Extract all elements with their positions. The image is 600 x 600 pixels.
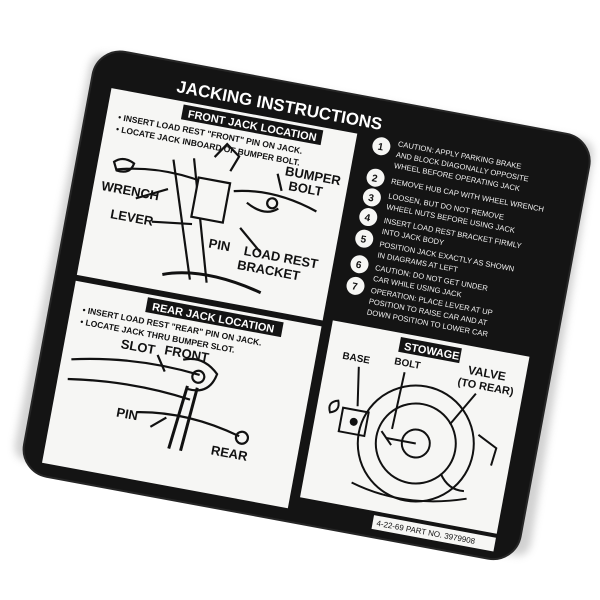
rear-jack-panel [42,280,322,509]
stowage-illustration [328,366,498,503]
front-jack-illustration [112,142,317,295]
step-circle [350,255,369,274]
step-circle [362,188,381,207]
step-circle [372,137,391,156]
step-number: 5 [360,234,368,246]
rear-label-pin: PIN [115,405,139,424]
step-circle [366,168,385,187]
step-numbers: 1 2 3 4 5 6 7 [346,137,391,295]
rear-label-rear: REAR [210,442,250,464]
step-number: 6 [355,260,363,272]
front-label-bolt: BOLT [287,178,324,199]
rear-label-slot: SLOT [120,336,157,357]
step-number: 3 [367,193,375,205]
part-number-strip [371,515,496,552]
step-number: 1 [377,142,385,154]
stowage-label-base: BASE [341,351,371,367]
step-circle [355,229,374,248]
front-label-pin: PIN [208,236,232,255]
step-number: 2 [371,173,379,185]
step-circle [359,208,378,227]
step-circle [346,276,365,295]
rear-jack-illustration [67,354,250,452]
stowage-label-valve: VALVE [467,363,507,384]
stowage-panel [300,320,530,534]
step-number: 4 [364,212,372,224]
stowage-label-bolt: BOLT [393,356,421,372]
step-number: 7 [351,281,359,293]
